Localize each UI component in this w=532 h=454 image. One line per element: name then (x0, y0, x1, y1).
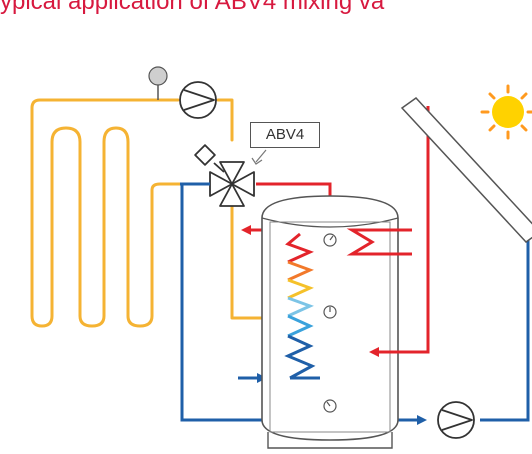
sun-icon (480, 84, 532, 140)
pressure-gauge-icon (148, 66, 168, 100)
mixing-valve-icon (180, 144, 255, 207)
valve-label-pointer (251, 149, 267, 165)
floor-heating-circuit (30, 98, 264, 328)
heat-exchanger-coil-icon (284, 232, 320, 380)
actuator-icon (194, 144, 216, 166)
valve-label: ABV4 (250, 122, 320, 148)
diagram-title: ypical application of ABV4 mixing va (0, 0, 385, 15)
solar-pump-icon (437, 401, 475, 439)
solar-supply-line (369, 106, 430, 357)
solar-collector-icon (400, 97, 532, 243)
thermometer-icon (323, 233, 337, 413)
solar-coil-icon (346, 228, 412, 256)
heating-pump-icon (179, 81, 217, 119)
